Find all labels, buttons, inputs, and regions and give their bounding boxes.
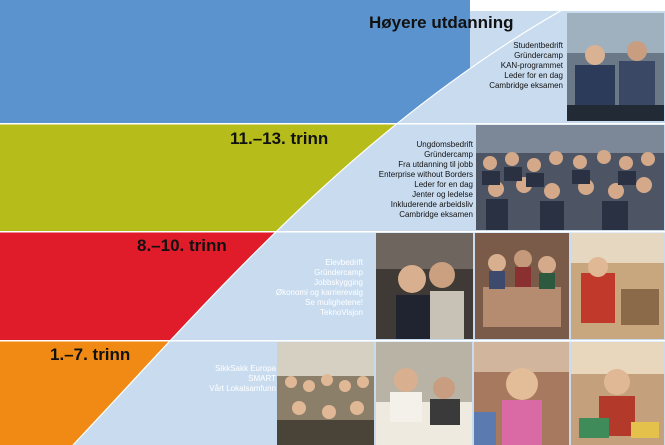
program-item: Cambridge eksamen [399,210,473,219]
area-higher-education [0,0,470,123]
programs-primary: SikkSakk Europa SMART Vårt Lokalsamfunn [209,364,276,394]
program-item: SikkSakk Europa [215,364,276,373]
programs-higher-education: Studentbedrift Gründercamp KAN-programme… [489,41,563,91]
photo-primary-1 [277,342,374,445]
photo-higher-education [567,13,664,121]
programs-upper-secondary: Ungdomsbedrift Gründercamp Fra utdanning… [379,140,473,220]
photo-primary-2 [376,342,472,445]
photo-primary-3 [474,342,569,445]
photo-upper-secondary [476,125,664,230]
program-item: Leder for en dag [414,180,473,189]
program-item: Inkluderende arbeidsliv [390,200,473,209]
program-item: Økonomi og karrierevalg [275,288,363,297]
programs-lower-secondary: Elevbedrift Gründercamp Jobbskygging Øko… [276,258,363,318]
curve-outline [72,0,581,445]
program-item: Ungdomsbedrift [416,140,473,149]
program-item: Jobbskygging [314,278,363,287]
program-item: Studentbedrift [513,41,563,50]
program-item: Se mulighetene! [305,298,363,307]
program-item: Gründercamp [314,268,363,277]
photo-lower-secondary-1 [376,233,473,339]
title-lower-secondary: 8.–10. trinn [137,236,227,255]
title-upper-secondary: 11.–13. trinn [230,129,329,148]
program-item: Cambridge eksamen [489,81,563,90]
program-item: Leder for en dag [504,71,563,80]
program-item: Fra utdanning til jobb [398,160,473,169]
title-higher-education: Høyere utdanning [369,13,514,32]
program-item: Enterprise without Borders [378,170,473,179]
program-item: Elevbedrift [325,258,363,267]
program-item: SMART [248,374,276,383]
program-item: TeknoVisjon [320,308,363,317]
photo-lower-secondary-2 [475,233,569,339]
program-item: Jenter og ledelse [412,190,473,199]
program-item: KAN-programmet [500,61,563,70]
program-item: Gründercamp [514,51,563,60]
title-primary: 1.–7. trinn [50,345,131,364]
photo-primary-4 [571,342,664,445]
program-item: Gründercamp [424,150,473,159]
photo-lower-secondary-3 [571,233,664,339]
program-item: Vårt Lokalsamfunn [209,384,276,393]
